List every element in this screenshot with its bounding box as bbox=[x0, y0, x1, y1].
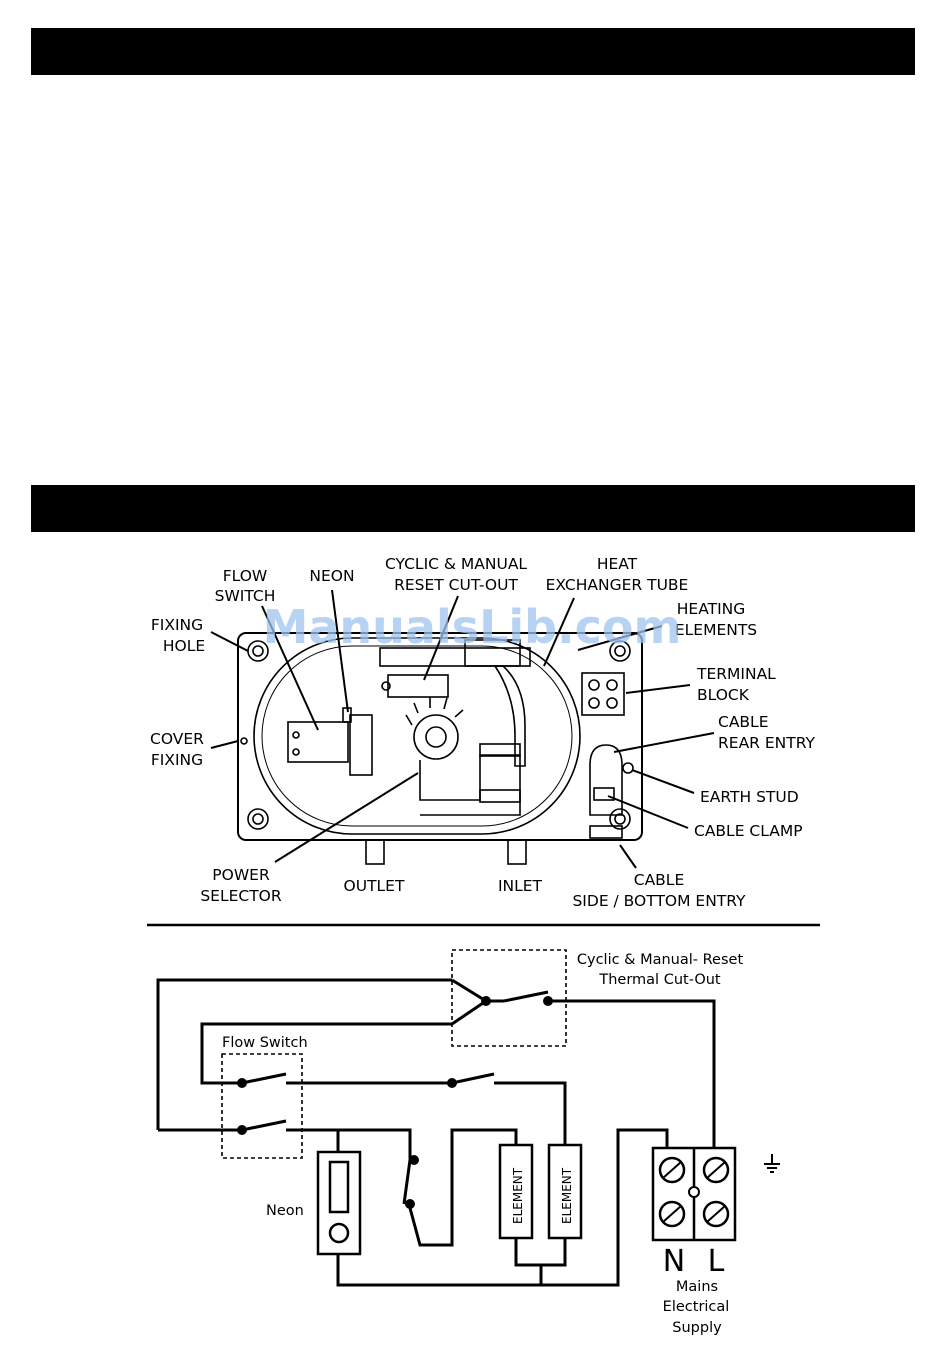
leader-lines bbox=[210, 589, 715, 869]
label-cutout-1: CYCLIC & MANUAL bbox=[385, 555, 527, 573]
cutout-dashed-box bbox=[451, 949, 567, 1047]
earth-icon bbox=[764, 1154, 780, 1173]
label-live: L bbox=[708, 1244, 725, 1279]
label-fixing-1: FIXING bbox=[151, 616, 203, 634]
label-heat-2: EXCHANGER TUBE bbox=[546, 576, 689, 594]
label-heat-1: HEAT bbox=[597, 555, 638, 573]
label-element-2: ELEMENT bbox=[560, 1167, 574, 1224]
label-cutout-2: RESET CUT-OUT bbox=[394, 576, 518, 594]
label-cable-side-1: CABLE bbox=[634, 871, 685, 889]
label-schematic-neon: Neon bbox=[266, 1203, 304, 1219]
label-heating-2: ELEMENTS bbox=[675, 621, 757, 639]
label-mains-3: Supply bbox=[672, 1320, 722, 1336]
label-mains-1: Mains bbox=[676, 1279, 718, 1295]
label-schematic-flow-switch: Flow Switch bbox=[222, 1035, 308, 1051]
label-element-1: ELEMENT bbox=[511, 1167, 525, 1224]
label-mains-2: Electrical bbox=[663, 1299, 730, 1315]
label-flow-1: FLOW bbox=[223, 567, 268, 585]
label-cover-1: COVER bbox=[150, 730, 204, 748]
label-schematic-cutout-2: Thermal Cut-Out bbox=[598, 972, 721, 988]
label-cable-side-2: SIDE / BOTTOM ENTRY bbox=[572, 892, 746, 910]
label-power-2: SELECTOR bbox=[200, 887, 282, 905]
label-cable-rear-1: CABLE bbox=[718, 713, 769, 731]
watermark: ManualsLib.com bbox=[263, 600, 682, 654]
label-cable-rear-2: REAR ENTRY bbox=[718, 734, 815, 752]
label-power-1: POWER bbox=[212, 866, 270, 884]
label-schematic-cutout-1: Cyclic & Manual- Reset bbox=[577, 952, 744, 968]
label-fixing-2: HOLE bbox=[163, 637, 205, 655]
label-terminal-2: BLOCK bbox=[697, 686, 750, 704]
label-neon: NEON bbox=[309, 567, 354, 585]
label-earth-stud: EARTH STUD bbox=[700, 788, 799, 806]
header-bar-middle bbox=[31, 485, 915, 532]
label-outlet: OUTLET bbox=[344, 877, 405, 895]
schematic-labels: Cyclic & Manual- Reset Thermal Cut-Out F… bbox=[222, 952, 743, 1336]
appliance-labels: FLOW SWITCH NEON CYCLIC & MANUAL RESET C… bbox=[150, 555, 815, 910]
header-bar-top bbox=[31, 28, 915, 75]
label-inlet: INLET bbox=[498, 877, 543, 895]
label-terminal-1: TERMINAL bbox=[696, 665, 776, 683]
label-cable-clamp: CABLE CLAMP bbox=[694, 822, 803, 840]
label-heating-1: HEATING bbox=[677, 600, 746, 618]
junction-dots bbox=[237, 996, 553, 1209]
label-flow-2: SWITCH bbox=[215, 587, 276, 605]
label-neutral: N bbox=[663, 1244, 685, 1279]
flowswitch-dashed-box bbox=[221, 1053, 303, 1159]
wiring-schematic bbox=[156, 949, 780, 1287]
appliance-drawing bbox=[237, 632, 643, 865]
label-cover-2: FIXING bbox=[151, 751, 203, 769]
